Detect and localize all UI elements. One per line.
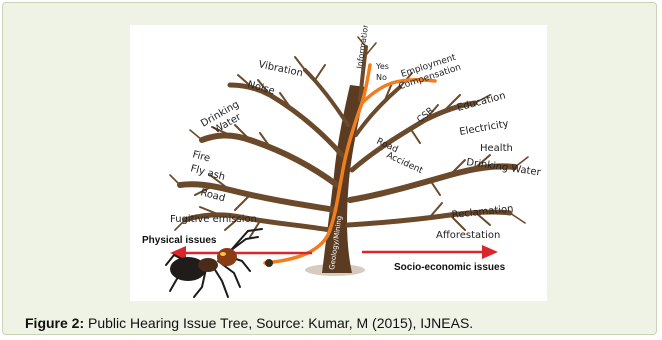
label-noise: Noise bbox=[246, 79, 276, 97]
label-socio-economic-issues: Socio-economic issues bbox=[394, 262, 506, 273]
label-vibration: Vibration bbox=[257, 59, 303, 79]
label-health: Health bbox=[480, 143, 513, 154]
label-fire: Fire bbox=[191, 149, 211, 164]
label-yes: Yes bbox=[375, 62, 389, 71]
caption-label: Figure 2: bbox=[25, 315, 84, 331]
label-fugitive-emission: Fugitive emission bbox=[170, 214, 257, 225]
label-fly-ash: Fly ash bbox=[189, 163, 226, 183]
label-accident: Accident bbox=[385, 151, 425, 177]
label-employment-compensation: Employment Compensation bbox=[394, 52, 463, 92]
label-education: Education bbox=[456, 90, 507, 114]
issue-tree-diagram: Geology/Mining Vibration Noise Drinking … bbox=[130, 25, 547, 301]
label-no: No bbox=[376, 73, 387, 82]
label-physical-issues: Physical issues bbox=[142, 235, 217, 246]
label-afforestation: Afforestation bbox=[436, 230, 500, 241]
caption-text: Public Hearing Issue Tree, Source: Kumar… bbox=[84, 315, 473, 331]
issue-tree-figure: Geology/Mining Vibration Noise Drinking … bbox=[130, 25, 547, 301]
label-information: Information bbox=[355, 25, 370, 69]
label-drinking-water-right: Drinking Water bbox=[466, 157, 543, 178]
label-electricity: Electricity bbox=[459, 118, 510, 137]
figure-caption: Figure 2: Public Hearing Issue Tree, Sou… bbox=[25, 315, 473, 331]
figure-card: Geology/Mining Vibration Noise Drinking … bbox=[2, 2, 657, 335]
socio-economic-issues-arrow bbox=[362, 245, 498, 259]
